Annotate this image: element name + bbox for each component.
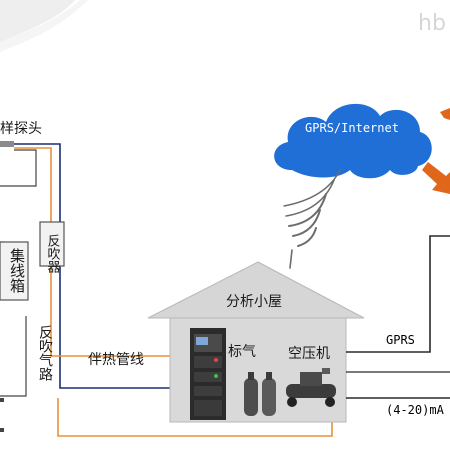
gprs-line xyxy=(346,235,450,353)
analog-signal-label: (4-20)mA xyxy=(386,403,445,417)
wifi-signal-icon xyxy=(283,169,341,269)
air-compressor-label: 空压机 xyxy=(288,346,330,362)
cloud-icon: GPRS/Internet xyxy=(274,103,432,179)
backflush-line-label: 反吹气路 xyxy=(37,325,53,381)
collector-box xyxy=(0,241,29,301)
data-flow-arrows xyxy=(422,108,450,194)
gprs-label: GPRS xyxy=(386,333,415,347)
backflush-device xyxy=(39,221,65,267)
watermark: hb xyxy=(418,11,446,36)
backflush-device-label: 反吹器 xyxy=(45,234,61,274)
air-compressor-icon xyxy=(286,368,336,407)
analysis-room-label: 分析小屋 xyxy=(226,294,282,310)
heat-trace-label: 伴热管线 xyxy=(88,352,144,368)
analyzer-cabinet-icon xyxy=(190,328,226,420)
collector-box-label: 集线箱 xyxy=(8,248,26,293)
gas-cylinder-icon xyxy=(244,372,276,416)
probe-pipe xyxy=(0,141,14,147)
probe-label: 样探头 xyxy=(0,121,42,137)
background-swoosh xyxy=(0,0,75,42)
std-gas-label: 标气 xyxy=(228,344,256,360)
cloud-label: GPRS/Internet xyxy=(305,121,399,135)
